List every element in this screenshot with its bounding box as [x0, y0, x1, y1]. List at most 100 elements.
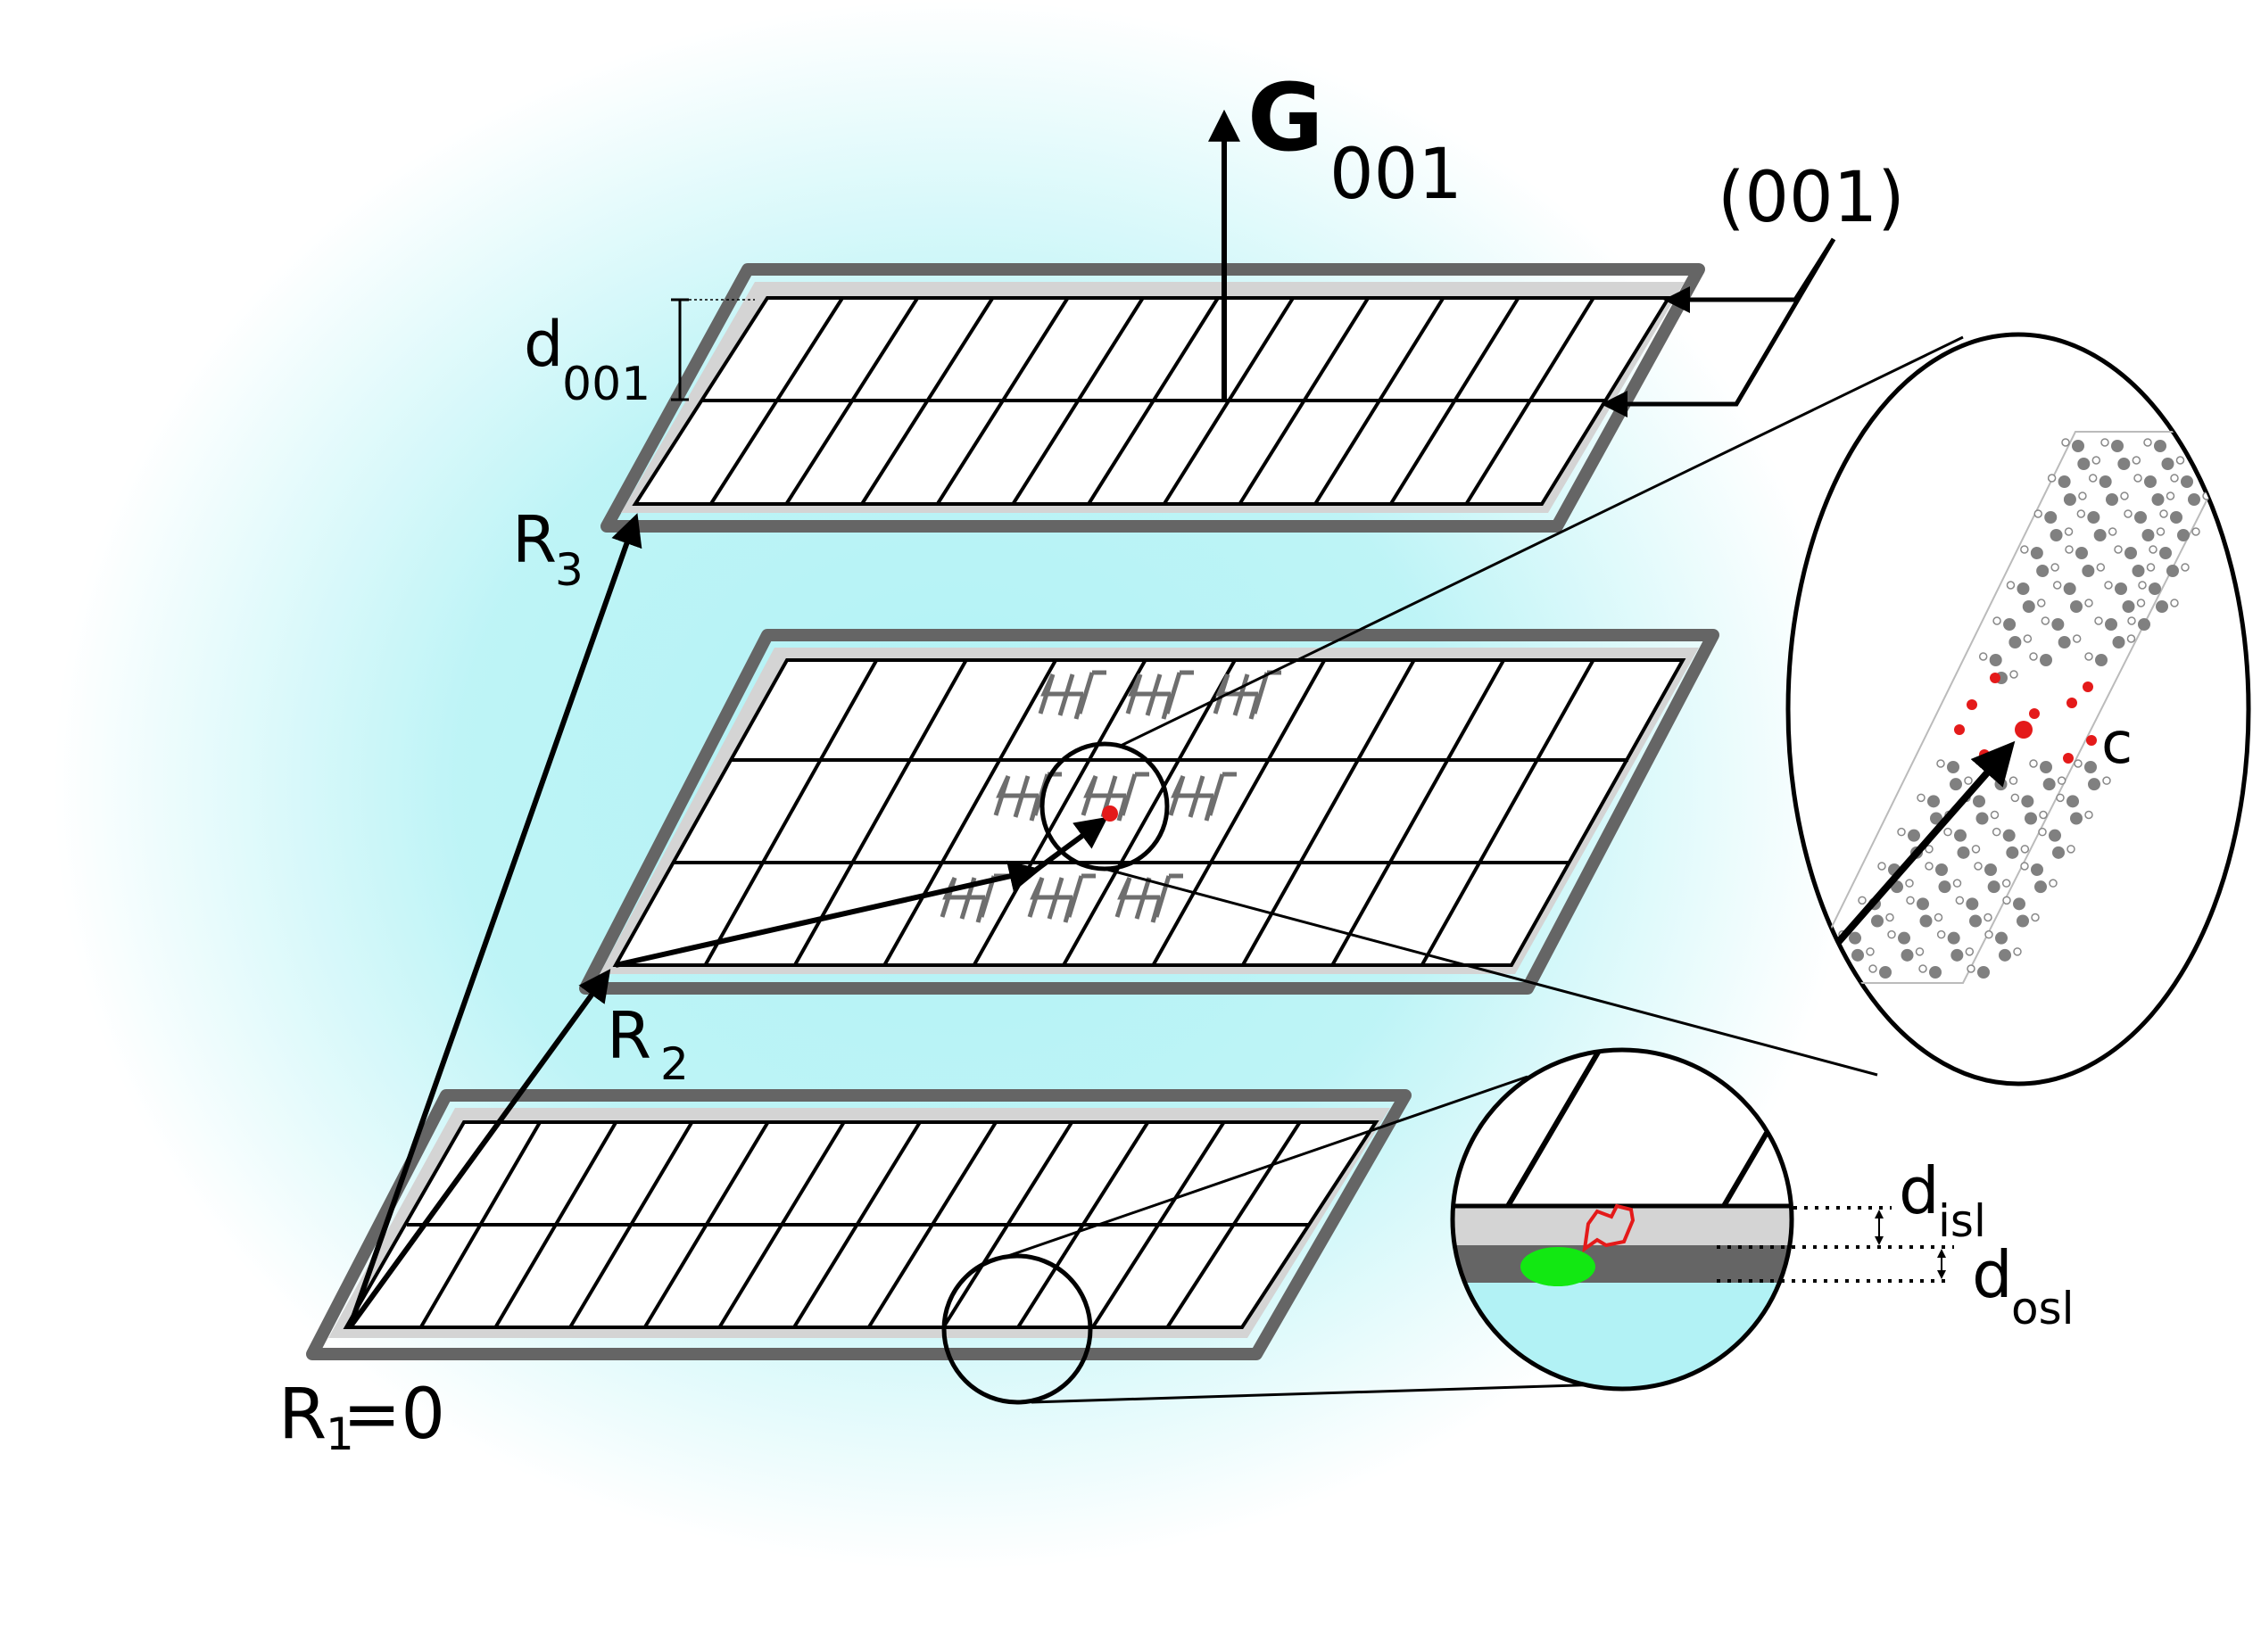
oxygen-atom	[2086, 735, 2097, 746]
hydrogen-atom	[2029, 759, 2038, 768]
hydrogen-atom	[2006, 581, 2016, 590]
carbon-atom	[2017, 914, 2029, 928]
zoom-source-circle-bottom	[941, 1253, 1093, 1405]
carbon-atom	[2077, 458, 2091, 470]
cell-divider	[784, 296, 920, 506]
hydrogen-atom	[2084, 599, 2093, 607]
hydrogen-atom	[1990, 810, 2000, 820]
hydrogen-atom	[1917, 793, 1926, 803]
carbon-atom	[2052, 846, 2065, 859]
hydrogen-atom	[2091, 456, 2101, 465]
molecule-pattern	[940, 670, 1281, 923]
cell-divider	[1238, 296, 1371, 506]
hydrogen-atom	[2181, 563, 2190, 572]
hydrogen-atom	[1887, 929, 1896, 939]
carbon-atom	[2002, 829, 2016, 842]
dosl-label: d	[1972, 1237, 2013, 1312]
carbon-atom	[1954, 829, 1967, 842]
d001-spacing: d 001	[524, 298, 755, 411]
carbon-atom	[2082, 565, 2095, 577]
cell-divider	[1313, 296, 1445, 506]
hydrogen-atom	[1943, 827, 1952, 837]
hydrogen-atom	[2020, 545, 2029, 554]
hydrogen-atom	[2133, 474, 2142, 483]
carbon-atom	[2030, 547, 2043, 559]
carbon-atom	[2063, 582, 2076, 595]
hydrogen-atom	[2078, 491, 2087, 500]
hydrogen-atom	[1967, 964, 1975, 973]
carbon-atom	[2124, 547, 2137, 559]
carbon-atom	[1930, 812, 1942, 825]
lattice-vectors	[347, 513, 1108, 1329]
carbon-atom	[1879, 966, 1892, 979]
dosl-subscript: osl	[2011, 1283, 2075, 1334]
r1-label: R	[278, 1375, 327, 1455]
carbon-atom	[2166, 565, 2179, 577]
hydrogen-atom	[2102, 776, 2111, 785]
r2-subscript: 2	[660, 1038, 689, 1090]
hydrogen-atom	[1915, 947, 1925, 956]
g-vector-subscript: 001	[1329, 135, 1462, 215]
cell-divider	[1087, 296, 1220, 506]
hydrogen-atom	[2039, 810, 2048, 820]
carbon-atom	[1995, 931, 2008, 945]
carbon-atom	[2156, 600, 2168, 613]
cell-divider	[882, 659, 1057, 966]
carbon-atom	[2036, 565, 2050, 577]
hydrogen-atom	[2159, 509, 2168, 518]
hydrogen-atom	[1984, 913, 1992, 922]
molecule-unit	[993, 772, 1062, 822]
carbon-atom	[2154, 440, 2166, 452]
oxygen-atom	[2066, 698, 2077, 708]
hydrogen-atom	[2143, 438, 2152, 447]
cell-divider	[1016, 1120, 1150, 1329]
disl-label: d	[1899, 1153, 1940, 1228]
cell-divider	[717, 1120, 846, 1329]
carbon-atom	[1908, 829, 1920, 842]
hydrogen-atom	[2056, 793, 2065, 803]
carbon-atom	[2117, 458, 2131, 470]
cell-divider	[708, 296, 844, 506]
carbon-atom	[2151, 493, 2165, 506]
carbon-atom	[2106, 493, 2118, 506]
hydrogen-atom	[2008, 776, 2018, 785]
cell-divider	[1062, 659, 1237, 966]
hydrogen-atom	[1936, 759, 1945, 768]
carbon-atom	[1975, 812, 1989, 825]
carbon-atom	[2159, 547, 2172, 559]
hydrogen-atom	[1971, 845, 1981, 854]
carbon-atom	[1994, 778, 2008, 791]
hydrogen-atom	[2138, 581, 2147, 590]
hydrogen-atom	[2031, 913, 2040, 922]
carbon-atom	[2093, 529, 2107, 541]
carbon-atom	[1851, 948, 1864, 962]
oxygen-atom	[1979, 749, 1990, 760]
carbon-atom	[2034, 880, 2047, 894]
cell-divider	[493, 1120, 618, 1329]
hydrogen-atom	[2066, 845, 2075, 854]
carbon-atom	[2008, 636, 2022, 648]
hydrogen-atom	[2156, 527, 2166, 536]
carbon-atom	[2084, 761, 2097, 773]
surface-layer-spacings: d isl d osl	[1717, 1153, 2075, 1334]
cell-divider	[941, 1120, 1074, 1329]
g-vector-label: G	[1247, 63, 1323, 172]
oxygen-atom	[2063, 753, 2074, 764]
carbon-atom	[2170, 511, 2182, 524]
hydrogen-atom	[1974, 862, 1983, 871]
hydrogen-atom	[2038, 827, 2047, 837]
carbon-atom	[2199, 458, 2211, 470]
hydrogen-atom	[2057, 776, 2066, 785]
hydrogen-atom	[2020, 862, 2029, 871]
disl-subscript: isl	[1938, 1195, 1986, 1247]
hydrogen-atom	[2013, 947, 2022, 956]
plane-index-callout: (001)	[1601, 158, 1905, 417]
hydrogen-atom	[2076, 509, 2086, 518]
bottom-lattice-plane	[306, 1089, 1412, 1360]
cell-divider	[866, 1120, 998, 1329]
hydrogen-atom	[1992, 827, 2001, 837]
molecule-unit	[1213, 670, 1281, 720]
hydrogen-atom	[1952, 879, 1962, 888]
cell-divider	[935, 296, 1070, 506]
carbon-atom	[1935, 863, 1948, 876]
